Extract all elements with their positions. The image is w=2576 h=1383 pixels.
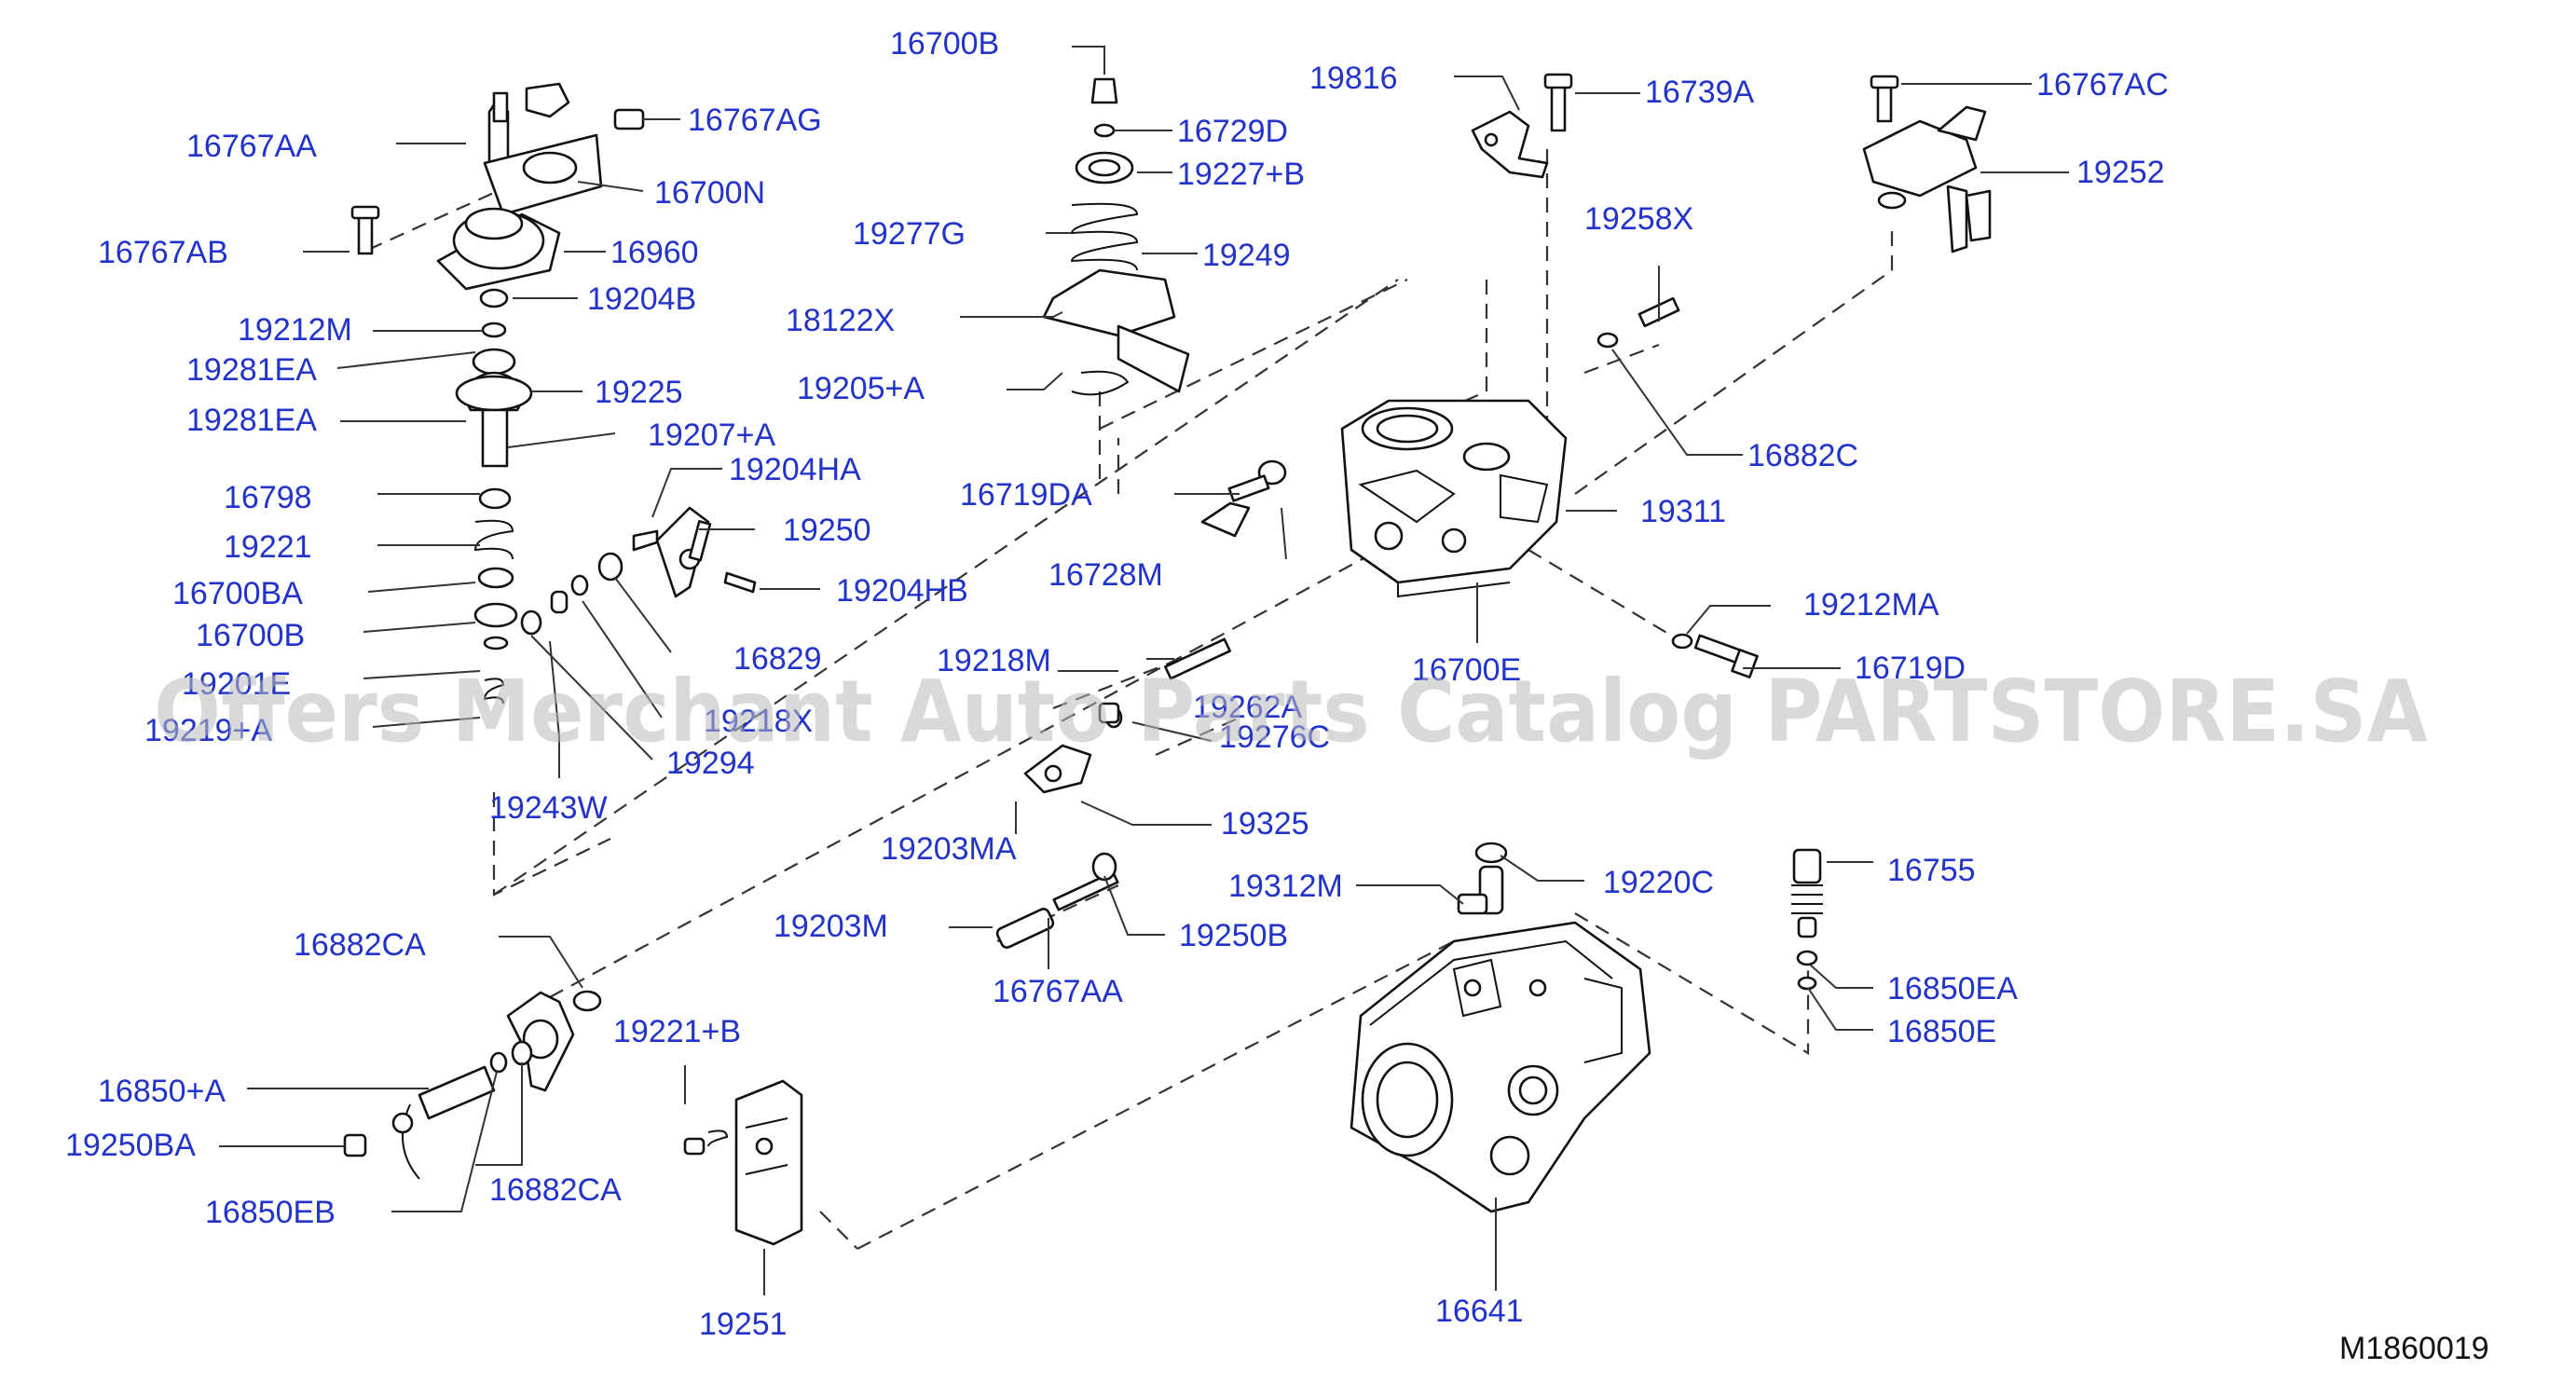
label-16767AG: 16767AG — [688, 103, 822, 138]
label-18122X: 18122X — [786, 303, 895, 338]
label-16850EA: 16850EA — [1887, 971, 2018, 1006]
part-labels: 16700B 19816 16739A 16767AC 16767AA 1676… — [65, 26, 2169, 1342]
label-19207A: 19207+A — [648, 418, 775, 453]
label-19281EA-1: 19281EA — [186, 352, 317, 388]
bracket-19816-part — [1471, 73, 1573, 179]
part-drawings — [343, 73, 1992, 1246]
label-19227B: 19227+B — [1177, 157, 1305, 192]
nozzle-16755-part — [1791, 848, 1823, 991]
label-19221B: 19221+B — [613, 1014, 741, 1049]
label-19325: 19325 — [1221, 806, 1309, 842]
label-19277G: 19277G — [853, 216, 966, 252]
label-16700B-mid: 16700B — [196, 618, 305, 653]
label-16829: 16829 — [733, 641, 822, 677]
label-16700N: 16700N — [654, 175, 765, 211]
label-16850EB: 16850EB — [205, 1195, 336, 1230]
watermark-text: Offers Merchant Auto Parts Catalog PARTS… — [154, 662, 2428, 761]
label-19218X: 19218X — [704, 704, 813, 739]
label-16719DA: 16719DA — [960, 477, 1092, 513]
label-16850E: 16850E — [1887, 1014, 1996, 1049]
label-16850A: 16850+A — [98, 1074, 226, 1109]
label-19249: 19249 — [1202, 238, 1291, 273]
governor-lever-part — [632, 506, 757, 598]
label-19281EA-2: 19281EA — [186, 403, 317, 438]
label-19276C: 19276C — [1219, 719, 1330, 755]
governor-cover-part — [350, 82, 645, 291]
label-16767AB: 16767AB — [98, 235, 228, 270]
label-19205A: 19205+A — [797, 371, 925, 406]
label-16755: 16755 — [1887, 853, 1976, 888]
label-19250: 19250 — [783, 513, 871, 548]
label-16960: 16960 — [610, 235, 699, 270]
label-19252: 19252 — [2076, 155, 2165, 190]
label-19203MA: 19203MA — [881, 831, 1017, 867]
governor-spring-stack-part — [455, 288, 533, 705]
label-19250B: 19250B — [1179, 918, 1288, 953]
label-19219A: 19219+A — [144, 713, 272, 748]
label-19212M: 19212M — [238, 312, 352, 348]
injector-parts — [995, 501, 1251, 949]
label-16700B-top: 16700B — [890, 26, 999, 62]
label-19294: 19294 — [666, 746, 755, 781]
label-16882CA-2: 16882CA — [489, 1172, 622, 1208]
dashed-assembly-lines — [367, 149, 1894, 1250]
solenoid-assembly-part — [343, 990, 602, 1180]
label-19204B: 19204B — [587, 281, 696, 317]
label-16728M: 16728M — [1048, 557, 1163, 593]
label-19220C: 19220C — [1603, 865, 1714, 900]
label-16700E: 16700E — [1412, 652, 1521, 688]
label-19203M: 19203M — [774, 909, 888, 944]
label-19201E: 19201E — [182, 666, 291, 702]
shaft-parts — [520, 552, 623, 636]
label-19311: 19311 — [1640, 494, 1726, 529]
bracket-19252-part — [1862, 75, 1992, 253]
pump-housing-16641-part — [1350, 921, 1651, 1213]
label-19816: 19816 — [1309, 61, 1398, 96]
label-16882CA-1: 16882CA — [294, 927, 426, 963]
label-16767AA-top: 16767AA — [186, 129, 317, 164]
label-16882C: 16882C — [1747, 438, 1858, 473]
label-19258X: 19258X — [1584, 201, 1693, 237]
label-16700BA: 16700BA — [172, 576, 303, 611]
label-16719D: 16719D — [1855, 650, 1966, 686]
label-16767AA-mid: 16767AA — [993, 974, 1123, 1009]
governor-housing-part — [1340, 399, 1568, 598]
label-19221: 19221 — [224, 529, 312, 565]
label-16729D: 16729D — [1177, 114, 1288, 149]
label-19251: 19251 — [699, 1307, 788, 1342]
label-16641: 16641 — [1435, 1294, 1524, 1329]
label-19262A: 19262A — [1193, 690, 1303, 725]
plate-19251-part — [683, 1079, 803, 1246]
label-19212MA: 19212MA — [1803, 587, 1939, 623]
label-19250BA: 19250BA — [65, 1128, 196, 1163]
cap-19220C-part — [1457, 842, 1508, 915]
label-16739A: 16739A — [1645, 75, 1755, 110]
diagram-code: M1860019 — [2339, 1331, 2489, 1366]
label-19225: 19225 — [595, 375, 683, 410]
label-16767AC: 16767AC — [2036, 67, 2169, 103]
leader-lines — [219, 46, 2069, 1295]
label-19312M: 19312M — [1228, 869, 1343, 904]
label-19218M: 19218M — [937, 643, 1051, 678]
spring-seat-assembly-part — [1042, 77, 1190, 396]
label-19204HA: 19204HA — [729, 452, 861, 487]
label-19204HB: 19204HB — [836, 573, 968, 609]
label-19243W: 19243W — [489, 790, 608, 826]
label-16798: 16798 — [224, 480, 312, 515]
